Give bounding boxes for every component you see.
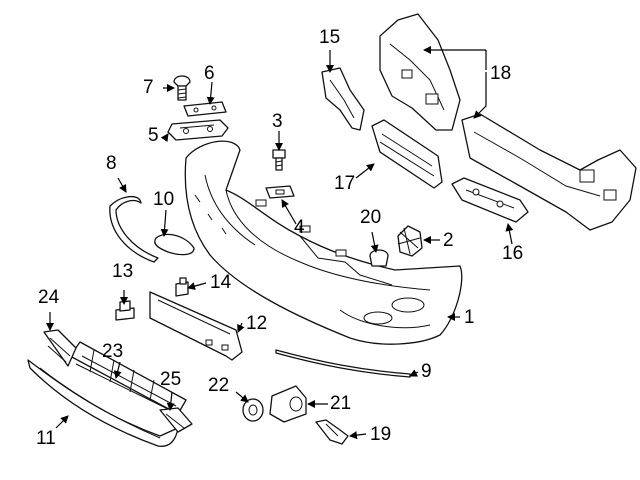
callout-22: 22 — [208, 375, 230, 396]
reflector — [154, 233, 195, 256]
callout-25: 25 — [160, 369, 182, 390]
right-support-assembly — [461, 113, 637, 231]
screw-washer — [115, 300, 135, 321]
right-grille — [159, 407, 193, 433]
cover-cap — [369, 249, 389, 267]
trim-strip — [275, 349, 411, 378]
sensor-housing — [269, 385, 307, 423]
grommet — [242, 398, 264, 422]
callout-2: 2 — [443, 230, 454, 251]
side-molding — [109, 195, 159, 263]
side-support-bracket — [321, 67, 365, 131]
left-grille — [43, 329, 77, 367]
callout-9: 9 — [421, 361, 432, 382]
callout-3: 3 — [272, 111, 283, 132]
lower-spoiler — [27, 359, 179, 447]
callout-13: 13 — [112, 261, 134, 282]
callout-21: 21 — [330, 393, 352, 414]
callout-20: 20 — [360, 207, 382, 228]
callout-10: 10 — [153, 189, 175, 210]
callout-8: 8 — [106, 153, 117, 174]
callout-4: 4 — [294, 217, 305, 238]
callout-15: 15 — [319, 27, 341, 48]
callout-6: 6 — [204, 63, 215, 84]
screw — [173, 75, 191, 101]
center-bracket — [167, 119, 229, 141]
parking-sensor — [315, 419, 349, 445]
callout-18: 18 — [490, 63, 512, 84]
callout-12: 12 — [246, 313, 268, 334]
center-grille — [69, 341, 187, 415]
callout-23: 23 — [102, 341, 124, 362]
callout-17: 17 — [334, 173, 356, 194]
callout-16: 16 — [502, 243, 524, 264]
push-clip — [175, 277, 189, 297]
bumper-cover — [184, 140, 463, 345]
license-bracket — [149, 291, 243, 361]
bolt — [272, 149, 286, 171]
mounting-bracket — [451, 177, 529, 223]
callout-1: 1 — [464, 307, 475, 328]
callout-19: 19 — [370, 424, 392, 445]
callout-7: 7 — [143, 77, 154, 98]
leader-lines — [46, 46, 514, 440]
callout-14: 14 — [210, 272, 232, 293]
fog-lamp — [397, 225, 423, 257]
upper-bracket — [183, 101, 227, 117]
energy-absorber — [371, 119, 443, 189]
callout-5: 5 — [148, 125, 159, 146]
left-support-assembly — [379, 13, 461, 131]
clip-nut — [265, 185, 295, 199]
callout-24: 24 — [38, 287, 60, 308]
callout-11: 11 — [36, 428, 56, 449]
